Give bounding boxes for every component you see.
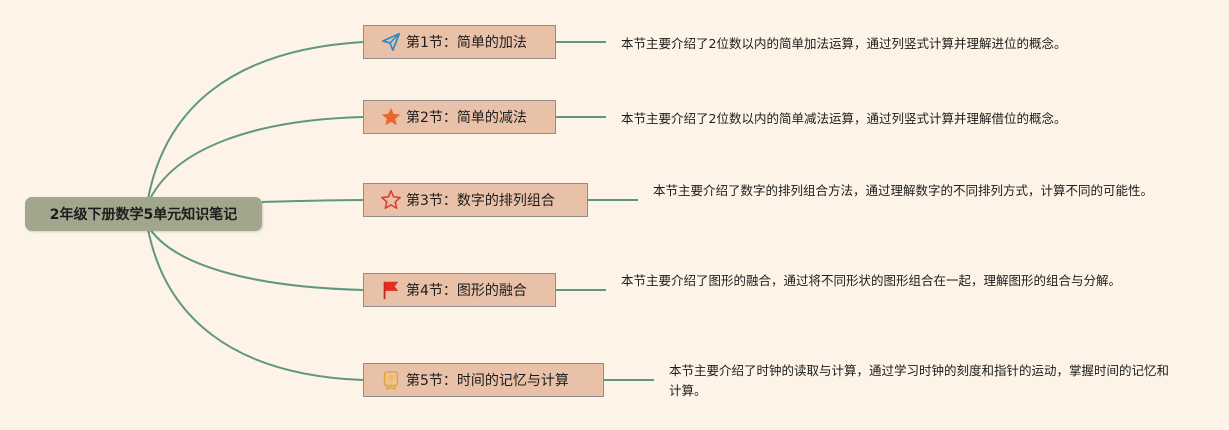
section-description-1: 本节主要介绍了2位数以内的简单加法运算，通过列竖式计算并理解进位的概念。	[621, 36, 1067, 51]
root-topic[interactable]: 2年级下册数学5单元知识笔记	[25, 197, 262, 231]
star-outline-icon	[380, 189, 402, 211]
section-description-2: 本节主要介绍了2位数以内的简单减法运算，通过列竖式计算并理解借位的概念。	[621, 111, 1067, 126]
connector-root-5	[147, 228, 364, 381]
section-node-4[interactable]: 第4节：图形的融合	[363, 273, 556, 307]
connector-root-1	[147, 41, 364, 200]
medal-icon	[380, 369, 402, 391]
star-filled-icon	[380, 106, 402, 128]
flag-icon	[380, 279, 402, 301]
root-topic-label: 2年级下册数学5单元知识笔记	[49, 207, 238, 223]
section-node-1[interactable]: 第1节：简单的加法	[363, 25, 556, 59]
section-title: 第4节：图形的融合	[406, 283, 527, 299]
section-title: 第1节：简单的加法	[406, 35, 527, 51]
connector-root-4	[149, 228, 364, 291]
paper-plane-icon	[380, 31, 402, 53]
section-node-3[interactable]: 第3节：数字的排列组合	[363, 183, 588, 217]
connector-root-3	[261, 199, 364, 203]
section-node-5[interactable]: 第5节：时间的记忆与计算	[363, 363, 604, 397]
section-title: 第2节：简单的减法	[406, 110, 527, 126]
section-description-5: 本节主要介绍了时钟的读取与计算，通过学习时钟的刻度和指针的运动，掌握时间的记忆和…	[669, 363, 1170, 398]
section-node-2[interactable]: 第2节：简单的减法	[363, 100, 556, 134]
section-description-3: 本节主要介绍了数字的排列组合方法，通过理解数字的不同排列方式，计算不同的可能性。	[653, 183, 1154, 198]
section-title: 第5节：时间的记忆与计算	[406, 373, 569, 389]
connector-root-2	[149, 116, 364, 200]
section-title: 第3节：数字的排列组合	[406, 193, 555, 209]
section-description-4: 本节主要介绍了图形的融合，通过将不同形状的图形组合在一起，理解图形的组合与分解。	[621, 273, 1122, 288]
